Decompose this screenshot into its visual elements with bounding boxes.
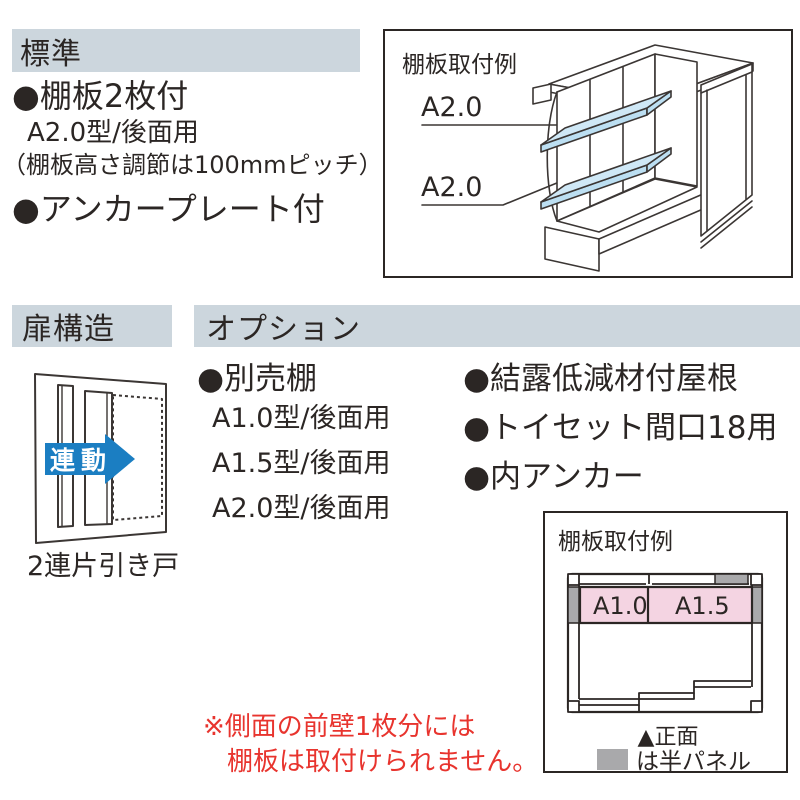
shelf-boards	[540, 90, 672, 210]
options-section-header: オプション	[194, 305, 800, 347]
plan-corner-posts	[567, 573, 763, 713]
shed-sliding-door	[700, 63, 753, 249]
standard-section-title: 標準	[20, 36, 82, 72]
option-shelf-a15: A1.5型/後面用	[212, 448, 391, 479]
shed-cutaway-diagram	[421, 44, 754, 272]
standard-item-shelves-type: A2.0型/後面用	[27, 118, 199, 148]
interlock-arrow-label: 連動	[50, 446, 112, 475]
standard-item-shelves: ●棚板2枚付	[12, 77, 189, 115]
plan-cell-a10: A1.0	[593, 592, 648, 620]
shed-floor-base	[544, 178, 704, 272]
standard-section-header: 標準	[12, 29, 360, 72]
door-section-header: 扉構造	[12, 305, 172, 347]
half-panel-legend: は半パネル	[597, 742, 751, 776]
standard-item-pitch-note: （棚板高さ調節は100mmピッチ）	[2, 151, 383, 179]
plan-front-label: ▲正面	[637, 725, 699, 750]
bottom-example-title: 棚板取付例	[558, 529, 673, 555]
top-example-title: 棚板取付例	[402, 52, 517, 78]
door-caption: 2連片引き戸	[27, 551, 180, 582]
half-panel-legend-label: は半パネル	[636, 749, 751, 775]
options-section-title: オプション	[206, 312, 361, 347]
option-shelf-a20: A2.0型/後面用	[212, 493, 391, 524]
half-panel-swatch	[597, 748, 628, 770]
plan-shelf-band: A1.0 A1.5	[578, 585, 754, 625]
option-inner-anchor: ●内アンカー	[463, 459, 644, 495]
option-toi-set: ●トイセット間口18用	[463, 410, 778, 446]
door-section-title: 扉構造	[22, 312, 115, 347]
floor-plan-diagram: A1.0 A1.5	[566, 572, 764, 714]
option-extra-shelf: ●別売棚	[197, 361, 318, 397]
side-wall-note-line2: 棚板は取付けられません。	[227, 747, 539, 777]
plan-cell-a15: A1.5	[675, 592, 730, 620]
door-panel-open-position	[112, 394, 163, 521]
side-wall-note-line1: ※側面の前壁1枚分には	[203, 712, 476, 742]
option-shelf-a10: A1.0型/後面用	[212, 403, 391, 434]
option-condensation-roof: ●結露低減材付屋根	[463, 361, 739, 397]
standard-item-anchor-plate: ●アンカープレート付	[12, 190, 325, 228]
interlock-arrow: 連動	[45, 434, 135, 484]
shelf-example-bottom-box: 棚板取付例 A1.0 A1.5	[543, 511, 788, 776]
sliding-door-diagram: 連動	[34, 373, 167, 544]
shelf-example-top-box: 棚板取付例 A2.0 A2.0	[383, 29, 793, 278]
plan-front-wall	[579, 680, 751, 712]
lower-shelf-label: A2.0	[421, 172, 483, 203]
upper-shelf-label: A2.0	[421, 92, 483, 123]
